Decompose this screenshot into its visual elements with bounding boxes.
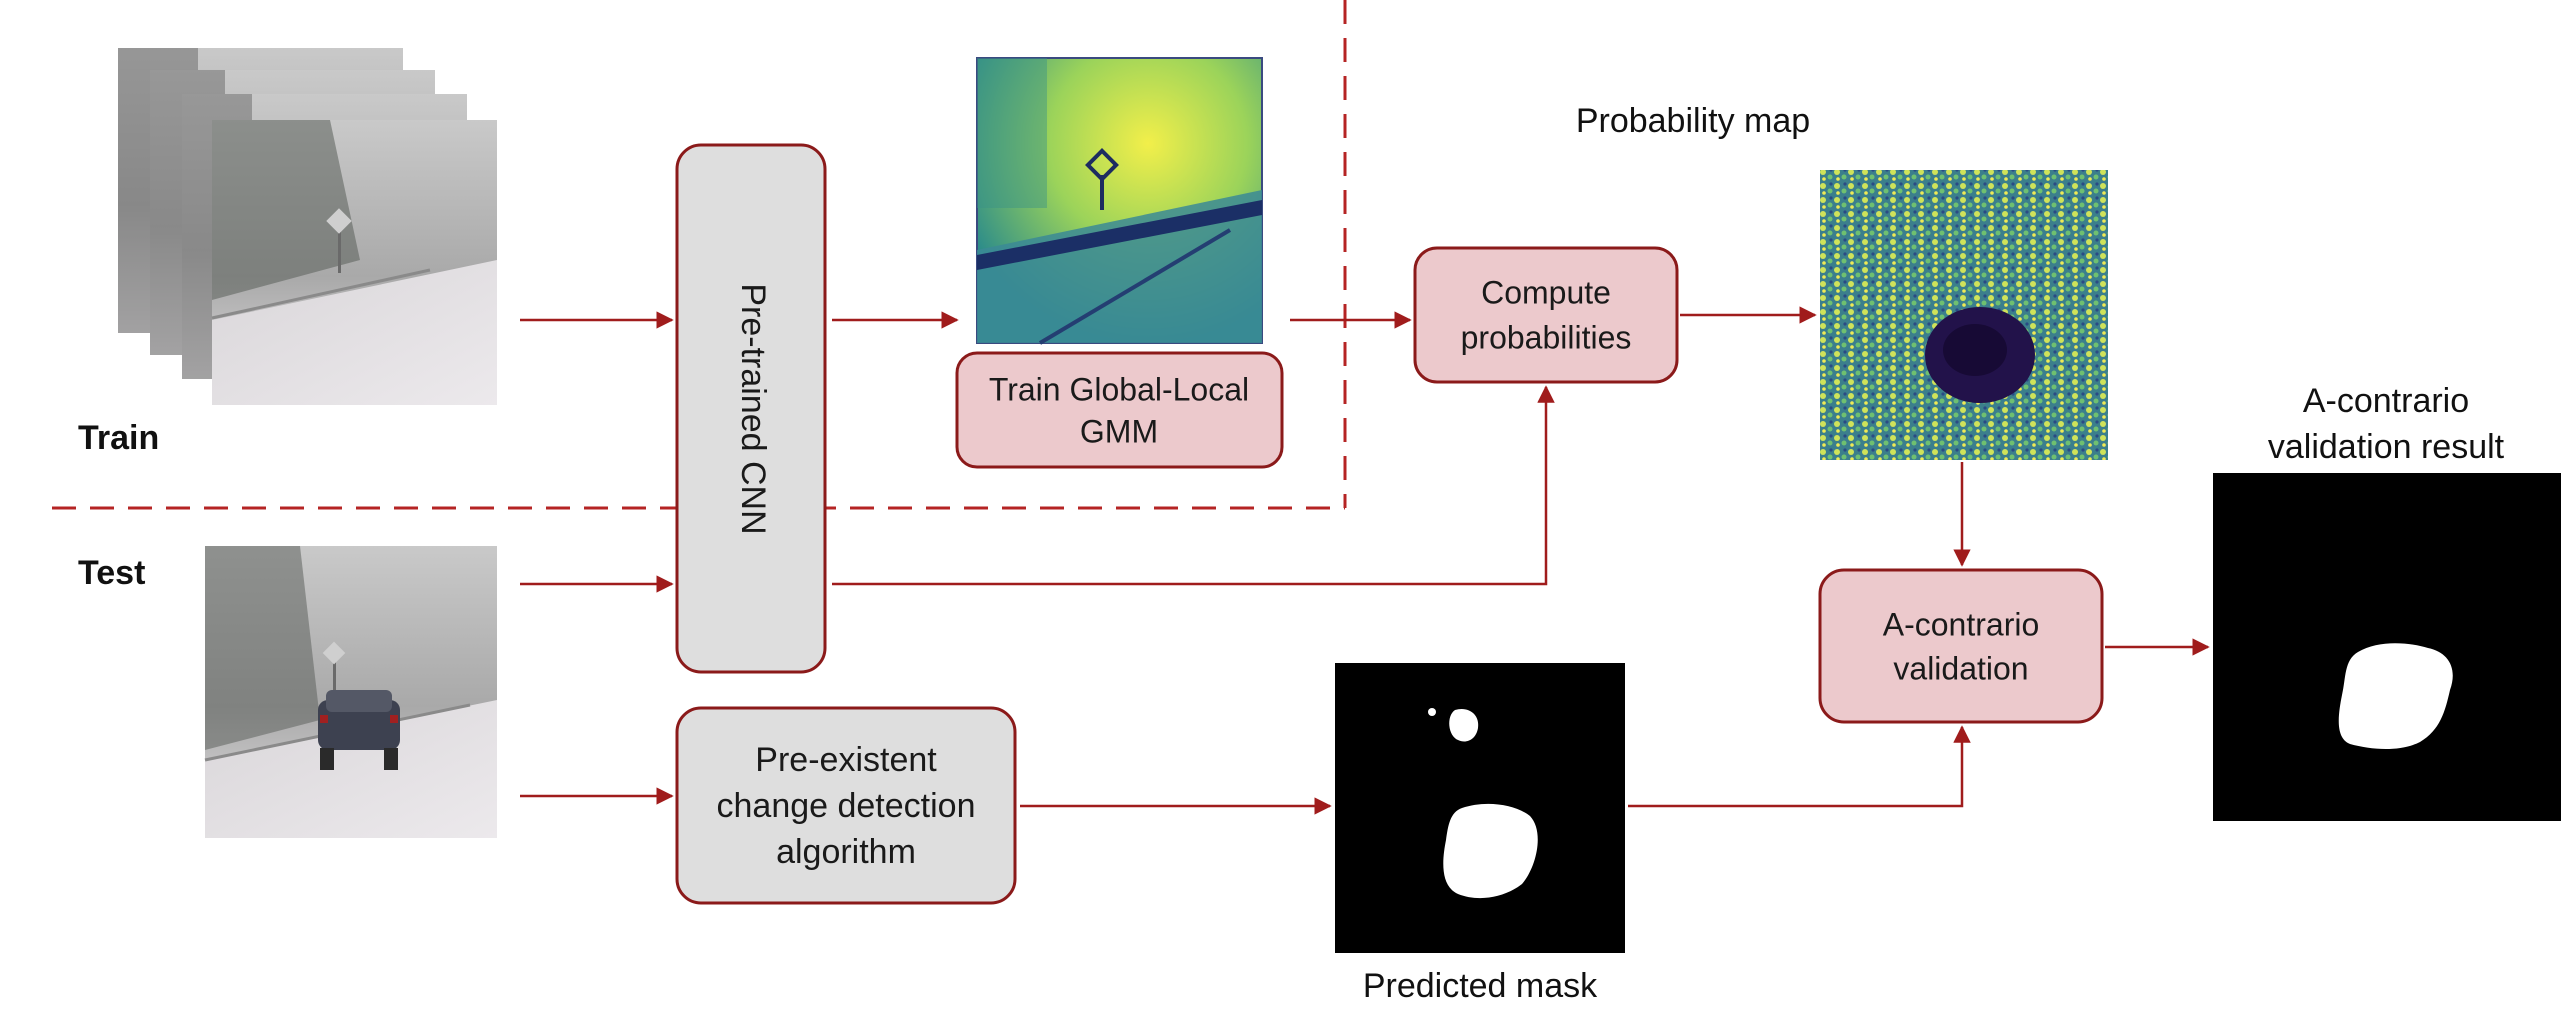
change-label-line2: change detection — [717, 787, 976, 825]
gmm-label-line2: GMM — [1080, 413, 1158, 449]
acontrario-label-line2: validation — [1893, 650, 2028, 686]
change-label-line1: Pre-existent — [755, 741, 937, 779]
train-label: Train — [78, 419, 159, 457]
acontrario-label-line1: A-contrario — [1883, 606, 2040, 642]
train-gmm-box: Train Global-Local GMM — [955, 351, 1284, 469]
pretrained-cnn-box: Pre-trained CNN — [675, 143, 827, 674]
probability-map-label: Probability map — [1576, 102, 1810, 140]
cnn-label: Pre-trained CNN — [734, 283, 772, 534]
test-image — [204, 546, 497, 838]
change-detection-box: Pre-existent change detection algorithm — [675, 706, 1017, 905]
arrow-mask-to-acontrario — [1628, 725, 1971, 808]
acontrario-validation-box: A-contrario validation — [1818, 568, 2104, 724]
connection-arrows — [520, 306, 2210, 815]
gmm-feature-map — [976, 57, 1263, 345]
acontrario-result-label-line1: A-contrario — [2303, 382, 2469, 420]
probability-map-image — [1820, 170, 2108, 460]
train-image-front — [211, 120, 497, 405]
acontrario-result-label-line2: validation result — [2268, 428, 2505, 466]
change-label-line3: algorithm — [776, 833, 916, 871]
gmm-label-line1: Train Global-Local — [989, 371, 1249, 407]
compute-label-line1: Compute — [1481, 274, 1611, 310]
test-label: Test — [78, 554, 145, 592]
compute-probabilities-box: Compute probabilities — [1413, 246, 1679, 384]
car-shape — [318, 690, 400, 770]
arrow-cnn-test-to-compute — [832, 385, 1555, 586]
predicted-mask-label: Predicted mask — [1363, 967, 1598, 1005]
predicted-mask-image — [1335, 663, 1625, 953]
train-image-stack — [118, 48, 497, 405]
compute-label-line2: probabilities — [1461, 319, 1632, 355]
acontrario-result-image — [2213, 473, 2561, 821]
